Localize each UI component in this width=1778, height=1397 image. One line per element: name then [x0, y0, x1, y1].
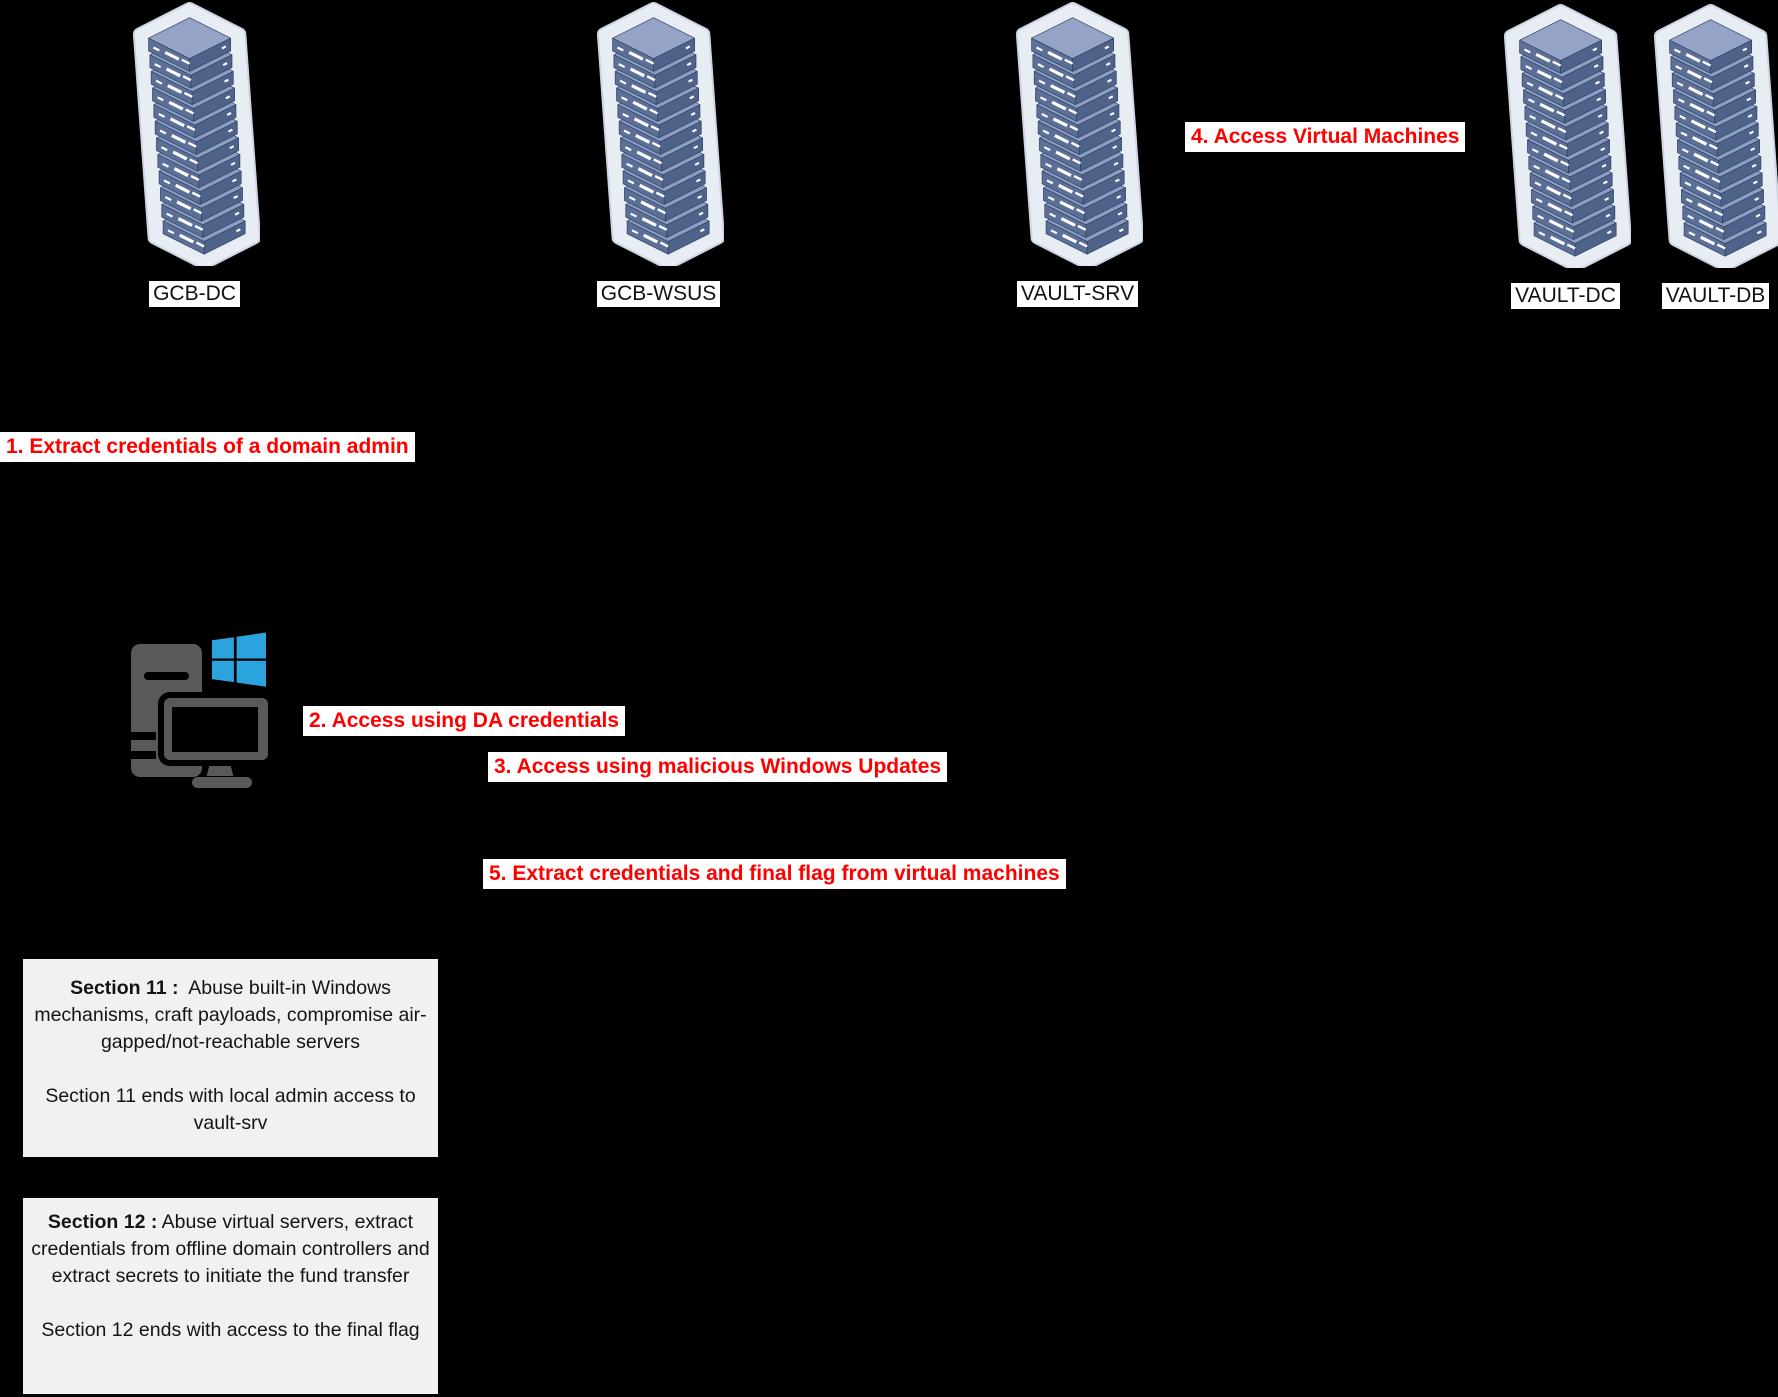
workstation-svg — [128, 632, 274, 788]
server-label: VAULT-SRV — [1016, 281, 1139, 308]
server-vault-srv: VAULT-SRV — [1012, 2, 1143, 308]
server-icon — [1015, 2, 1143, 266]
server-label: VAULT-DB — [1661, 283, 1770, 310]
windows-logo-icon — [212, 632, 266, 687]
section-note-footer: Section 11 ends with local admin access … — [45, 1085, 416, 1134]
server-vault-db: VAULT-DB — [1650, 4, 1778, 310]
server-icon — [596, 2, 724, 266]
section-note-summary: Section 12 : Abuse virtual servers, extr… — [31, 1209, 430, 1290]
server-vault-dc: VAULT-DC — [1500, 4, 1631, 310]
attack-step-2-label: 2. Access using DA credentials — [303, 706, 626, 737]
attack-step-1-label: 1. Extract credentials of a domain admin — [0, 432, 415, 463]
section-note-summary: Section 11 : Abuse built-in Windows mech… — [31, 975, 430, 1056]
attack-step-4-label: 4. Access Virtual Machines — [1185, 122, 1466, 153]
monitor-icon — [158, 692, 274, 788]
server-icon — [1653, 4, 1778, 268]
section-note-12: Section 12 : Abuse virtual servers, extr… — [23, 1198, 438, 1394]
server-label: GCB-WSUS — [596, 281, 721, 308]
section-note-footer: Section 12 ends with access to the final… — [41, 1319, 420, 1341]
attack-step-5-label: 5. Extract credentials and final flag fr… — [483, 859, 1066, 890]
server-label: GCB-DC — [149, 281, 240, 308]
section-note-body: Abuse virtual servers, extract credentia… — [31, 1211, 430, 1287]
section-note-title: Section 12 : — [47, 1211, 158, 1233]
section-note-title: Section 11 : — [70, 977, 179, 999]
workstation-icon — [128, 631, 274, 789]
server-icon — [132, 2, 260, 266]
section-note-11: Section 11 : Abuse built-in Windows mech… — [23, 959, 438, 1157]
server-icon — [1503, 4, 1631, 268]
section-note-body: Abuse built-in Windows mechanisms, craft… — [34, 977, 427, 1053]
server-gcb-wsus: GCB-WSUS — [593, 2, 724, 308]
attack-step-3-label: 3. Access using malicious Windows Update… — [488, 752, 948, 783]
server-gcb-dc: GCB-DC — [129, 2, 260, 308]
server-label: VAULT-DC — [1511, 283, 1620, 310]
